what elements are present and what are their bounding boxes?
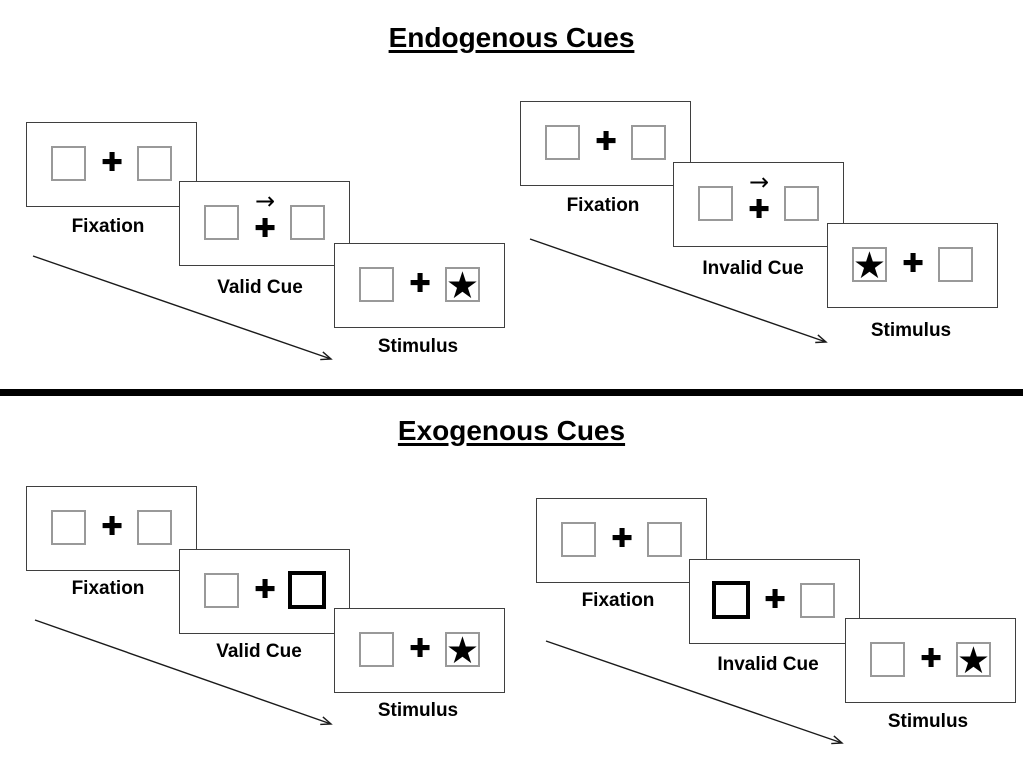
right-arrow-cue-icon: → xyxy=(748,168,770,196)
right-box-with-target: ★ xyxy=(956,639,991,682)
star-target-icon: ★ xyxy=(956,639,991,682)
star-target-icon: ★ xyxy=(445,629,480,672)
cue-label: Invalid Cue xyxy=(702,258,804,279)
exo-invalid-stimulus-panel: ✚ ★ xyxy=(845,618,1016,703)
left-box-with-target: ★ xyxy=(852,244,887,287)
fixation-cross-icon: ✚ xyxy=(101,148,123,178)
fixation-label: Fixation xyxy=(566,195,640,216)
fixation-cross-icon: ✚ xyxy=(764,585,786,615)
fixation-label: Fixation xyxy=(581,590,655,611)
right-box xyxy=(137,146,172,181)
left-box xyxy=(561,522,596,557)
exo-valid-stimulus-panel: ✚ ★ xyxy=(334,608,505,693)
endo-invalid-stimulus-panel: ★ ✚ xyxy=(827,223,998,308)
left-box xyxy=(698,186,733,221)
stimulus-label: Stimulus xyxy=(870,320,952,341)
right-box xyxy=(631,125,666,160)
fixation-cross-icon: ✚ xyxy=(611,524,633,554)
fixation-cross-icon: ✚ xyxy=(595,127,617,157)
fixation-cross-icon: ✚ xyxy=(409,634,431,664)
left-box xyxy=(870,642,905,677)
fixation-cross-icon: ✚ xyxy=(254,575,276,605)
endo-valid-fixation-panel: ✚ xyxy=(26,122,197,207)
fixation-cross-icon: ✚ xyxy=(902,249,924,279)
left-box xyxy=(545,125,580,160)
section-divider-line xyxy=(0,389,1023,396)
stimulus-label: Stimulus xyxy=(377,700,459,721)
cue-label: Valid Cue xyxy=(217,277,303,298)
endo-invalid-cue-panel: → ✚ xyxy=(673,162,844,247)
fixation-cross-icon: ✚ xyxy=(101,512,123,542)
fixation-cross-icon: ✚ xyxy=(409,269,431,299)
right-box xyxy=(647,522,682,557)
timeline-arrow-exogenous-valid xyxy=(34,619,333,726)
fixation-cross-icon: ✚ xyxy=(748,195,770,225)
stimulus-label: Stimulus xyxy=(887,711,969,732)
exo-valid-cue-panel: ✚ xyxy=(179,549,350,634)
endo-invalid-fixation-panel: ✚ xyxy=(520,101,691,186)
left-box xyxy=(51,510,86,545)
exo-invalid-cue-panel: ✚ xyxy=(689,559,860,644)
exogenous-section-title: Exogenous Cues xyxy=(397,415,626,446)
fixation-label: Fixation xyxy=(71,578,145,599)
exo-invalid-fixation-panel: ✚ xyxy=(536,498,707,583)
endo-valid-stimulus-panel: ✚ ★ xyxy=(334,243,505,328)
fixation-cross-icon: ✚ xyxy=(920,644,942,674)
left-box xyxy=(359,632,394,667)
cue-label: Invalid Cue xyxy=(717,654,819,675)
fixation-cross-icon: ✚ xyxy=(254,214,276,244)
timeline-arrow-endogenous-invalid xyxy=(529,238,828,344)
right-box xyxy=(800,583,835,618)
stimulus-label: Stimulus xyxy=(377,336,459,357)
endogenous-section-title: Endogenous Cues xyxy=(388,22,635,53)
right-box xyxy=(938,247,973,282)
cue-label: Valid Cue xyxy=(216,641,302,662)
endo-valid-cue-panel: → ✚ xyxy=(179,181,350,266)
right-box-with-target: ★ xyxy=(445,264,480,307)
left-box xyxy=(204,573,239,608)
left-box xyxy=(359,267,394,302)
fixation-label: Fixation xyxy=(71,216,145,237)
right-box xyxy=(290,205,325,240)
right-box-with-target: ★ xyxy=(445,629,480,672)
right-box xyxy=(784,186,819,221)
left-box xyxy=(204,205,239,240)
left-box-highlighted-cue xyxy=(712,581,750,619)
star-target-icon: ★ xyxy=(852,244,887,287)
timeline-arrow-endogenous-valid xyxy=(32,255,333,361)
right-arrow-cue-icon: → xyxy=(254,187,276,215)
exo-valid-fixation-panel: ✚ xyxy=(26,486,197,571)
right-box-highlighted-cue xyxy=(288,571,326,609)
star-target-icon: ★ xyxy=(445,264,480,307)
right-box xyxy=(137,510,172,545)
left-box xyxy=(51,146,86,181)
